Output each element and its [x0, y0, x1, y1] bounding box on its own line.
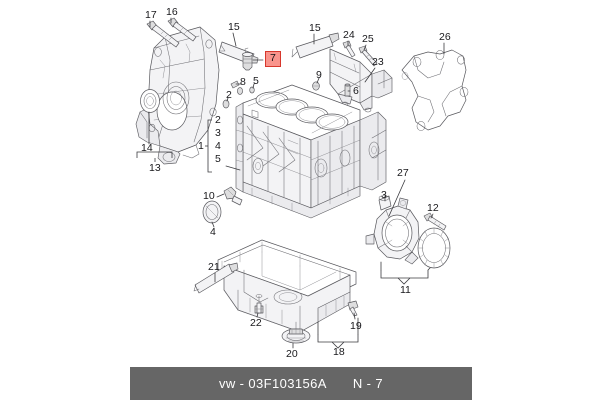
callout-8: 8	[240, 76, 246, 88]
callout-16: 16	[166, 6, 178, 18]
part-crankshaft-front-oil-seal	[140, 89, 160, 113]
part-sealing-ring	[417, 227, 451, 269]
part-oil-pressure-switch	[223, 186, 243, 206]
part-crankshaft-rear-seal-flange	[365, 197, 420, 265]
callout-15-right: 15	[309, 22, 321, 34]
part-dowel-pin-9	[312, 81, 320, 91]
callout-20: 20	[286, 348, 298, 360]
part-number-text: vw - 03F103156A	[218, 376, 327, 391]
part-oil-level-sensor-bolt	[254, 294, 264, 314]
sheet-code-text: N - 7	[352, 376, 384, 391]
callout-17: 17	[145, 9, 157, 21]
callout-23: 23	[372, 56, 384, 68]
part-bracket-bolt-long	[358, 45, 378, 67]
callout-14: 14	[141, 142, 153, 154]
part-bushing-3	[378, 195, 392, 211]
callout-11: 11	[400, 284, 411, 296]
callout-10: 10	[203, 190, 215, 202]
callout-15-left: 15	[228, 21, 240, 33]
part-seal-flange-bolt	[423, 212, 447, 231]
callout-4-group: 4	[215, 140, 221, 152]
callout-1: 1	[198, 140, 204, 152]
callout-2: 2	[215, 114, 221, 126]
callout-12: 12	[427, 202, 439, 214]
part-small-fasteners	[222, 80, 255, 109]
callout-22: 22	[250, 317, 262, 329]
part-oil-pan	[217, 239, 357, 333]
leader-lines	[136, 17, 445, 349]
part-sealing-cap	[202, 200, 222, 224]
part-hex-bolt-lower	[146, 20, 180, 48]
part-cylinder-block	[235, 84, 387, 219]
part-dowel-pin-6	[344, 83, 351, 97]
callout-7-highlighted: 7	[265, 51, 281, 67]
callout-6: 6	[353, 85, 359, 97]
callout-18: 18	[333, 346, 345, 358]
part-sealant-tube-right	[291, 32, 340, 59]
part-sealant-tube-pan	[193, 262, 239, 294]
part-gasket-plate	[401, 49, 469, 131]
callout-25: 25	[362, 33, 374, 45]
callout-13: 13	[149, 162, 161, 174]
part-bracket-bolt-short	[342, 40, 356, 58]
callout-2-top: 2	[226, 89, 232, 101]
callout-26: 26	[439, 31, 451, 43]
part-oil-spray-jet	[242, 47, 253, 71]
part-oil-pan-bolt	[347, 300, 359, 317]
callout-19: 19	[350, 320, 362, 332]
part-timing-chain-cover	[135, 26, 220, 165]
callout-3-bushing: 3	[381, 189, 387, 201]
part-engine-support-bracket	[329, 48, 393, 113]
callout-5-top: 5	[253, 75, 259, 87]
part-oil-drain-plug	[281, 321, 311, 344]
callout-4-cap: 4	[210, 226, 216, 238]
callout-24: 24	[343, 29, 355, 41]
callout-21: 21	[208, 261, 220, 273]
callout-9: 9	[316, 69, 322, 81]
callout-3: 3	[215, 127, 221, 139]
footer-bar: vw - 03F103156A N - 7	[130, 367, 472, 400]
callout-5: 5	[215, 153, 221, 165]
part-hex-bolt-upper	[167, 17, 197, 42]
callout-27: 27	[397, 167, 409, 179]
